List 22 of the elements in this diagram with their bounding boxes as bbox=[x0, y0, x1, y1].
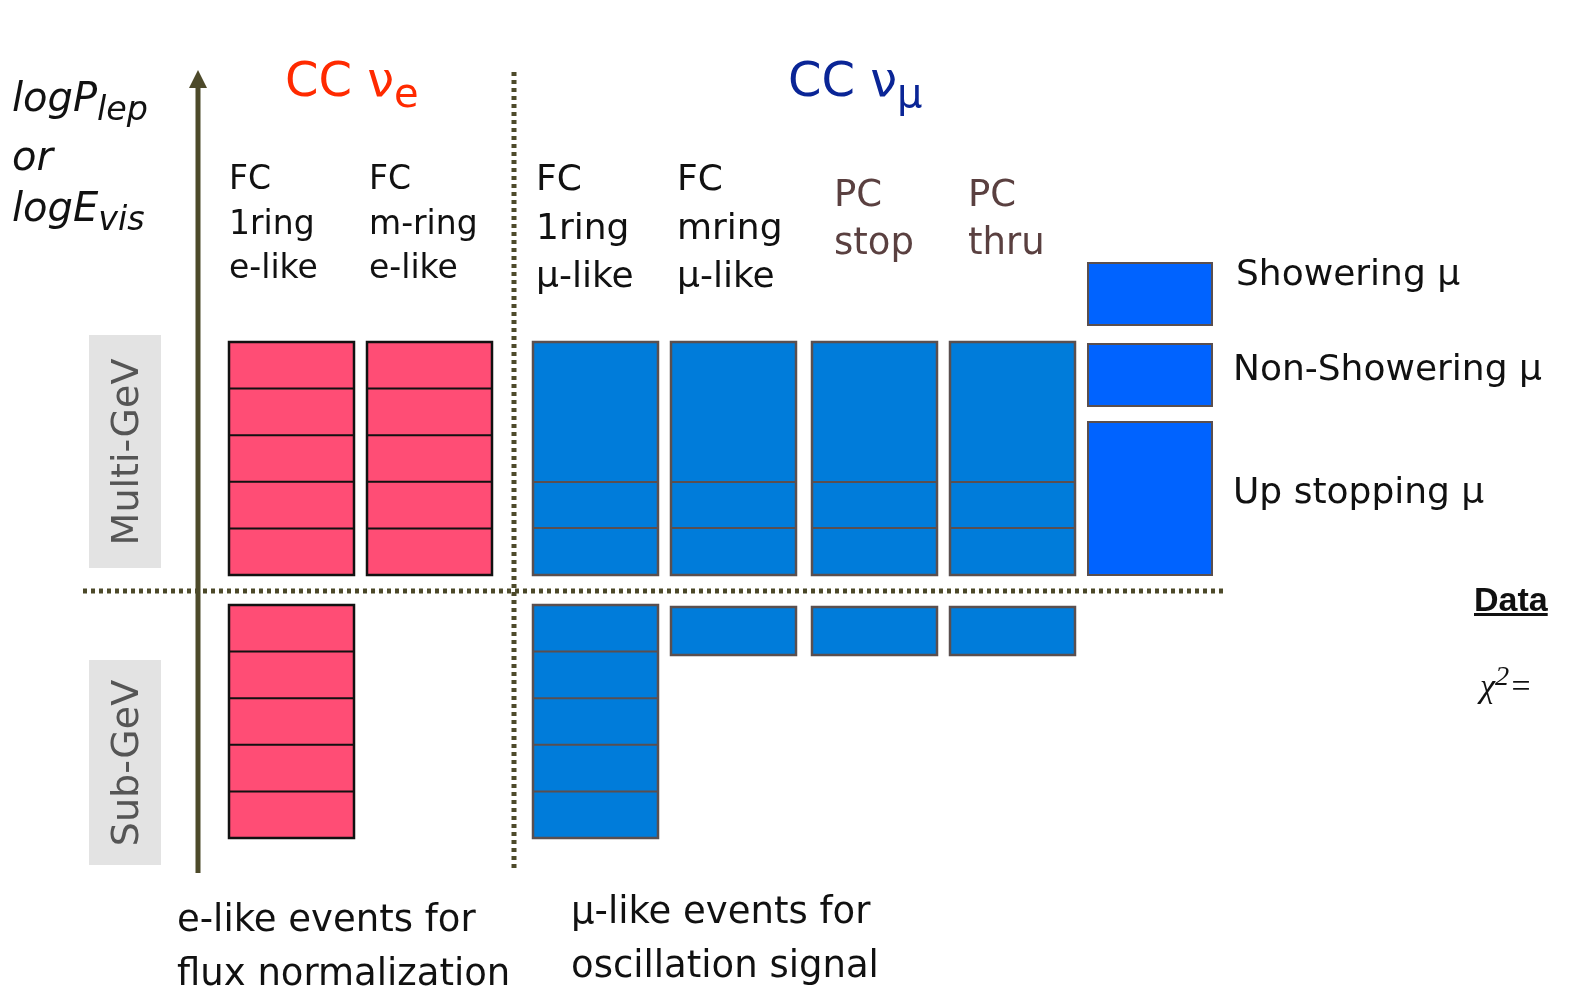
column-heading: PC thru bbox=[968, 171, 1046, 266]
column-heading: PC stop bbox=[834, 171, 915, 266]
section-heading: Data bbox=[1474, 579, 1549, 620]
caption-text: e-like events for flux normalization bbox=[177, 896, 512, 996]
band-label: Sub-GeV bbox=[103, 679, 147, 846]
band-label: Multi-GeV bbox=[103, 358, 147, 545]
column-heading: FC m-ring e-like bbox=[369, 157, 479, 289]
column-heading: FC 1ring e-like bbox=[229, 157, 319, 289]
sample-label: Up stopping μ bbox=[1233, 470, 1485, 511]
sample-label: Non-Showering μ bbox=[1233, 347, 1542, 388]
sample-label: Showering μ bbox=[1236, 252, 1461, 293]
group-heading: CC ν$_{e}$ bbox=[285, 50, 420, 118]
category-band bbox=[89, 335, 161, 568]
column-heading: FC mring μ-like bbox=[677, 156, 784, 298]
sample-bin bbox=[1087, 262, 1213, 326]
category-band bbox=[89, 660, 161, 865]
column-heading: FC 1ring μ-like bbox=[536, 156, 635, 298]
axis-label: logP$_{lep}$ or logE$_{vis}$ bbox=[12, 73, 150, 240]
group-heading: CC ν$_{μ}$ bbox=[788, 50, 924, 118]
caption-text: μ-like events for oscillation signal bbox=[571, 888, 880, 988]
sample-bin bbox=[1087, 421, 1213, 576]
sample-bin bbox=[1087, 343, 1213, 407]
